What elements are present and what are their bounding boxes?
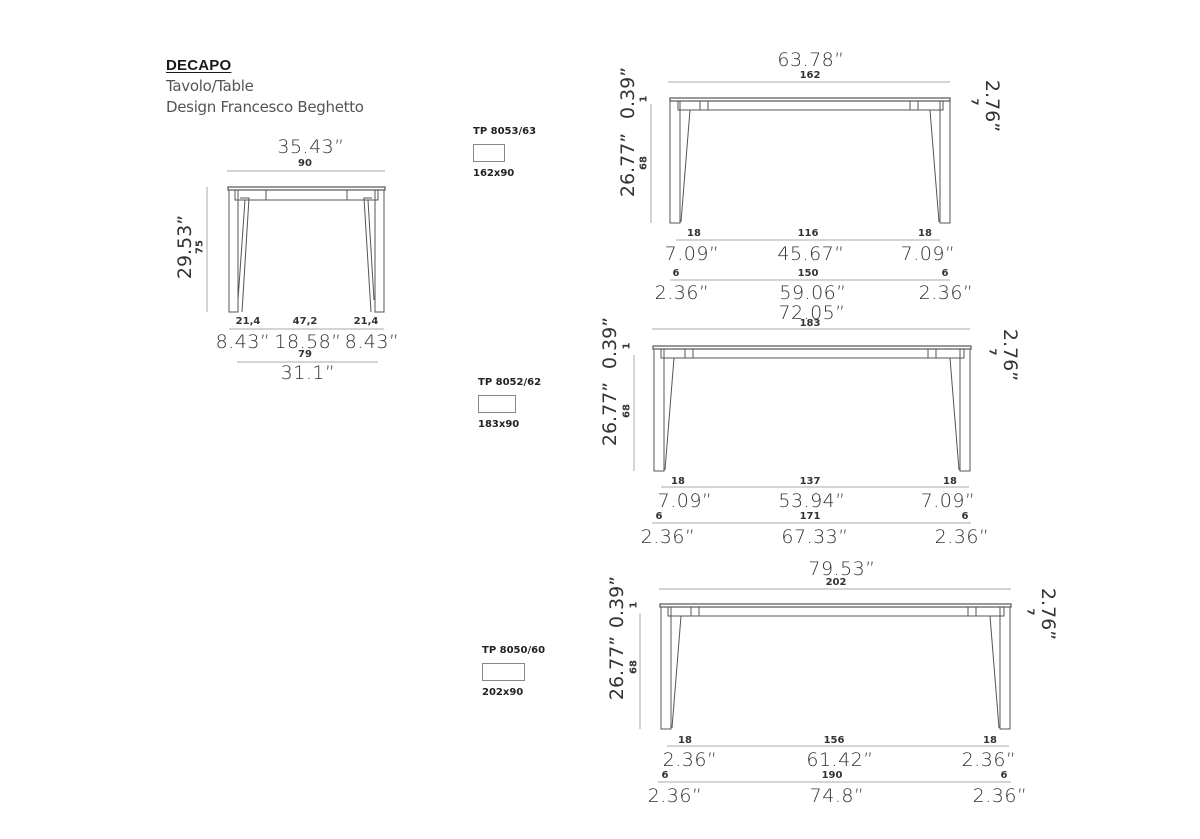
- dim-in: 74.8”: [809, 785, 865, 807]
- model-size: 183x90: [478, 419, 520, 430]
- product-subtitle: Tavolo/Table: [166, 77, 254, 95]
- dim-in: 2.36”: [640, 526, 696, 548]
- model-3-table-drawing: [639, 588, 1012, 783]
- top-thickness-cm: 1: [621, 342, 633, 350]
- dim-cm: 6: [655, 511, 663, 522]
- leg-height-in: 26.77”: [599, 381, 621, 447]
- dim-cm: 18: [918, 228, 932, 239]
- width-in: 63.78”: [777, 49, 845, 71]
- dim-cm: 6: [961, 511, 969, 522]
- dim-in: 61.42”: [806, 749, 874, 771]
- model-2-table-drawing: [633, 328, 972, 524]
- dim-cm: 6: [941, 268, 949, 279]
- dim-in: 7.09”: [657, 490, 713, 512]
- dim-cm: 150: [797, 268, 819, 279]
- side-seg-in-2: 8.43”: [344, 331, 400, 353]
- dim-cm: 137: [799, 476, 821, 487]
- dim-cm: 116: [797, 228, 819, 239]
- dim-in: 2.36”: [961, 749, 1017, 771]
- dim-cm: 6: [1000, 770, 1008, 781]
- dim-cm: 18: [943, 476, 957, 487]
- dim-in: 59.06”: [779, 282, 847, 304]
- table-top-swatch: [482, 663, 525, 681]
- leg-height-cm: 68: [638, 156, 650, 170]
- dim-in: 2.36”: [654, 282, 710, 304]
- dim-cm: 18: [678, 735, 692, 746]
- apron-height-in: 2.76”: [1037, 587, 1059, 641]
- product-title: DECAPO: [166, 57, 232, 74]
- side-seg-cm-1: 47,2: [292, 316, 318, 327]
- width-cm: 183: [799, 318, 821, 329]
- top-thickness-in: 0.39”: [606, 575, 628, 629]
- model-code: TP 8050/60: [482, 645, 546, 656]
- dim-cm: 156: [823, 735, 845, 746]
- designer-credit: Design Francesco Beghetto: [166, 98, 364, 116]
- side-width-cm: 90: [298, 158, 312, 169]
- dim-in: 45.67”: [777, 243, 845, 265]
- dim-cm: 171: [799, 511, 821, 522]
- leg-height-in: 26.77”: [617, 132, 639, 198]
- leg-height-cm: 68: [628, 660, 640, 674]
- apron-height-in: 2.76”: [981, 79, 1003, 133]
- dim-cm: 18: [687, 228, 701, 239]
- table-top-swatch: [478, 395, 516, 413]
- dim-in: 2.36”: [972, 785, 1028, 807]
- dim-cm: 6: [672, 268, 680, 279]
- width-cm: 202: [825, 577, 847, 588]
- side-width-in: 35.43”: [277, 136, 345, 158]
- dim-in: 2.36”: [662, 749, 718, 771]
- model-size: 162x90: [473, 168, 515, 179]
- dim-cm: 18: [983, 735, 997, 746]
- top-thickness-in: 0.39”: [599, 316, 621, 370]
- side-height-in: 29.53”: [174, 214, 196, 280]
- side-view-table-drawing: [206, 170, 386, 363]
- width-cm: 162: [799, 70, 821, 81]
- dim-in: 2.36”: [647, 785, 703, 807]
- side-seg-in-1: 18.58”: [274, 331, 342, 353]
- model-1-table-drawing: [650, 81, 951, 281]
- apron-height-cm: 7: [968, 98, 980, 106]
- dim-cm: 18: [671, 476, 685, 487]
- side-inner-in: 31.1”: [280, 362, 336, 384]
- dim-in: 7.09”: [900, 243, 956, 265]
- dim-in: 7.09”: [920, 490, 976, 512]
- width-in: 79.53”: [808, 558, 876, 580]
- side-seg-cm-0: 21,4: [235, 316, 261, 327]
- dim-cm: 190: [821, 770, 843, 781]
- dim-in: 2.36”: [918, 282, 974, 304]
- top-thickness-cm: 1: [628, 601, 640, 609]
- model-code: TP 8052/62: [478, 377, 542, 388]
- side-height-cm: 75: [194, 240, 206, 254]
- dim-in: 2.36”: [934, 526, 990, 548]
- dim-cm: 6: [661, 770, 669, 781]
- model-size: 202x90: [482, 687, 524, 698]
- table-top-swatch: [473, 144, 505, 162]
- model-code: TP 8053/63: [473, 126, 537, 137]
- leg-height-cm: 68: [621, 404, 633, 418]
- top-thickness-cm: 1: [638, 95, 650, 103]
- leg-height-in: 26.77”: [606, 635, 628, 701]
- dim-in: 7.09”: [664, 243, 720, 265]
- side-seg-in-0: 8.43”: [215, 331, 271, 353]
- top-thickness-in: 0.39”: [617, 66, 639, 120]
- dim-in: 53.94”: [778, 490, 846, 512]
- apron-height-cm: 7: [1024, 608, 1036, 616]
- dim-in: 67.33”: [781, 526, 849, 548]
- apron-height-cm: 7: [986, 348, 998, 356]
- apron-height-in: 2.76”: [999, 328, 1021, 382]
- width-in: 72.05”: [778, 302, 846, 324]
- side-inner-cm: 79: [298, 349, 312, 360]
- side-seg-cm-2: 21,4: [353, 316, 379, 327]
